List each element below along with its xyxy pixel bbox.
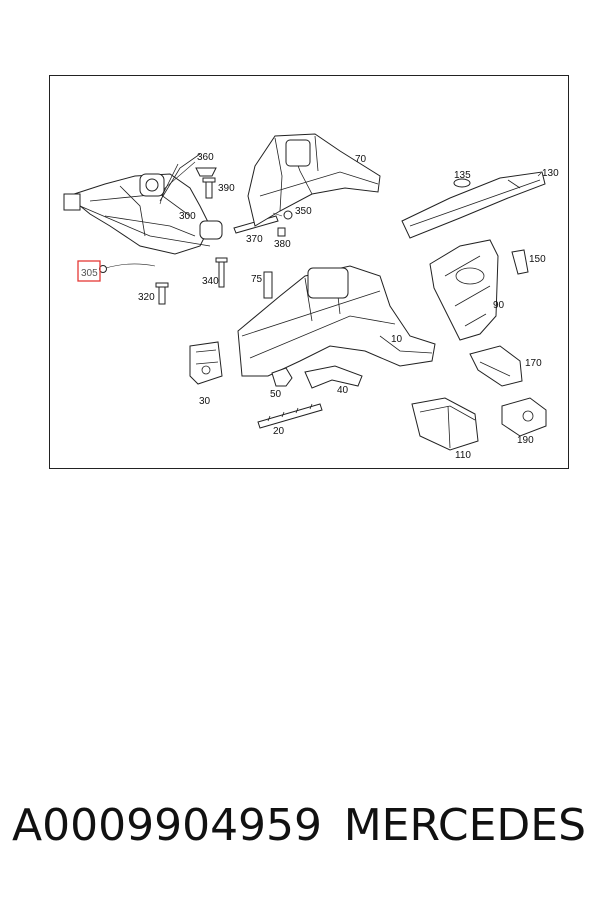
label-170: 170 — [525, 358, 542, 369]
label-135: 135 — [454, 170, 471, 181]
label-320: 320 — [138, 292, 155, 303]
part-150-bracket — [511, 249, 529, 275]
label-150: 150 — [529, 254, 546, 265]
label-90: 90 — [493, 300, 505, 311]
part-110-box — [411, 397, 479, 451]
part-130-rail — [401, 171, 546, 239]
part-number: A0009904959 — [12, 800, 323, 851]
part-190-box — [501, 397, 547, 437]
part-50-bracket — [271, 367, 293, 387]
label-380: 380 — [274, 239, 291, 250]
brand-name: MERCEDES — [343, 800, 586, 851]
part-380-clip — [277, 227, 286, 237]
part-320-bolt — [155, 282, 169, 305]
label-350: 350 — [295, 206, 312, 217]
part-300-subframe — [63, 153, 223, 255]
label-370: 370 — [246, 234, 263, 245]
part-135-clip — [453, 178, 471, 188]
label-40: 40 — [337, 385, 349, 396]
label-30: 30 — [199, 396, 211, 407]
part-305-nut — [99, 263, 156, 273]
parts-exploded-diagram: 10 20 30 40 50 70 75 90 110 130 135 150 … — [63, 133, 559, 461]
part-350-nut — [283, 210, 293, 220]
part-390-bolt — [202, 177, 216, 199]
part-30-bracket — [189, 341, 223, 385]
part-10-front-rail — [237, 265, 436, 377]
part-90-panel — [429, 239, 499, 341]
footer: A0009904959 MERCEDES — [0, 800, 600, 860]
label-70: 70 — [355, 154, 367, 165]
part-170-bracket — [469, 345, 523, 387]
label-300: 300 — [179, 211, 196, 222]
label-50: 50 — [270, 389, 282, 400]
diagram-frame: 10 20 30 40 50 70 75 90 110 130 135 150 … — [49, 75, 569, 469]
label-130: 130 — [542, 168, 559, 179]
part-40-rail — [304, 365, 363, 389]
label-75: 75 — [251, 274, 263, 285]
label-390: 390 — [218, 183, 235, 194]
part-75-bracket — [263, 271, 273, 299]
part-360-bracket — [195, 167, 217, 177]
label-10: 10 — [391, 334, 403, 345]
part-20-strip — [257, 403, 323, 429]
label-305: 305 — [81, 268, 98, 279]
label-360: 360 — [197, 152, 214, 163]
part-70-wheelhouse — [247, 133, 381, 227]
label-190: 190 — [517, 435, 534, 446]
part-340-bolt — [215, 257, 228, 288]
label-305-highlight — [77, 260, 101, 282]
label-340: 340 — [202, 276, 219, 287]
label-20: 20 — [273, 426, 285, 437]
label-110: 110 — [455, 450, 471, 461]
